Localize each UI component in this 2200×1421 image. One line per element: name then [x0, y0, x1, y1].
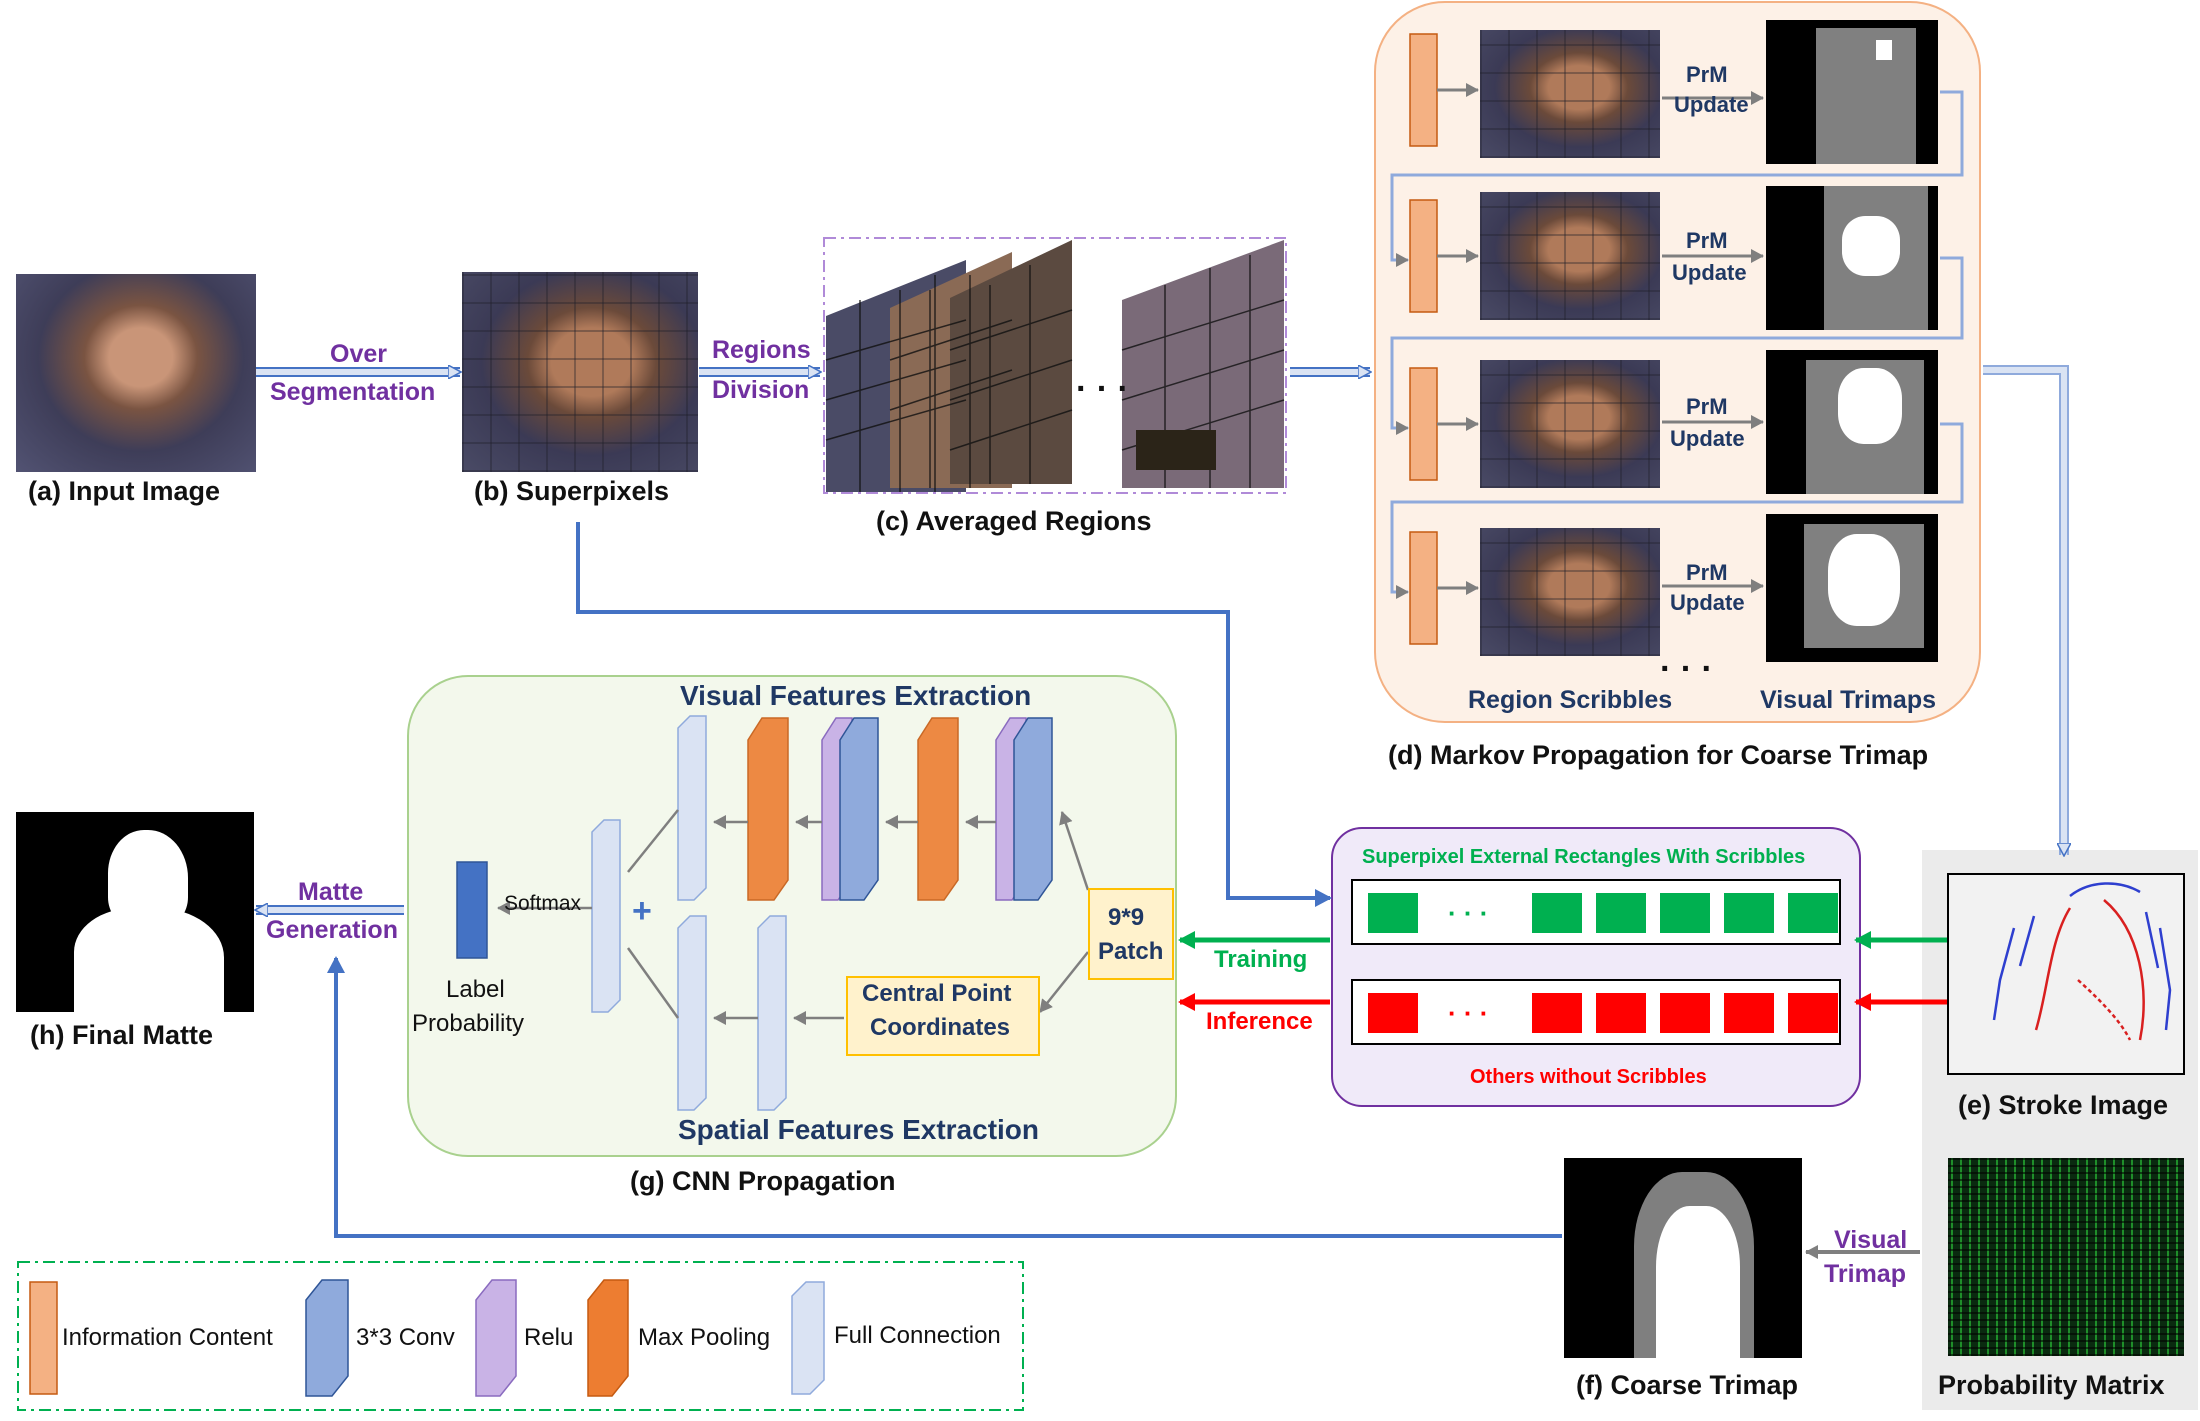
rectangles-panel: [1331, 827, 1861, 1107]
plus-sign: +: [632, 892, 652, 930]
markov-trimap-3: [1766, 350, 1938, 494]
central-point-box: [846, 976, 1040, 1056]
spatial-features-label: Spatial Features Extraction: [678, 1114, 1040, 1145]
legend-full-connection: Full Connection: [834, 1322, 1001, 1349]
arrow-label-training: Training: [1214, 946, 1308, 973]
prm-label-3: PrM: [1686, 394, 1728, 419]
scribble-rect: [1596, 893, 1646, 933]
patch-line1: 9*9: [1108, 904, 1145, 931]
markov-scribble-4: [1480, 528, 1660, 656]
superpixels-image: [462, 272, 698, 472]
arrow-label-visual: Visual: [1834, 1226, 1908, 1254]
update-label-3: Update: [1670, 426, 1745, 451]
patch-line2: Patch: [1098, 938, 1164, 965]
no-scribble-rect: [1368, 993, 1418, 1033]
input-image: [16, 274, 256, 472]
markov-trimap-4: [1766, 514, 1938, 662]
scribble-rect: [1368, 893, 1418, 933]
averaged-panels: [825, 240, 1285, 492]
arrow-label-division: Division: [712, 376, 810, 404]
arrow-label-segmentation: Segmentation: [270, 378, 436, 406]
visual-features-label: Visual Features Extraction: [680, 680, 1032, 711]
markov-trimap-2: [1766, 186, 1938, 330]
caption-coarse-trimap: (f) Coarse Trimap: [1576, 1370, 1799, 1400]
green-dots: · · ·: [1448, 898, 1489, 928]
rectangles-footer: Others without Scribbles: [1470, 1066, 1707, 1088]
averaged-ellipsis: · · ·: [1076, 370, 1129, 408]
scribble-rect: [1724, 893, 1774, 933]
legend-max-pooling: Max Pooling: [638, 1324, 771, 1351]
update-label-2: Update: [1672, 260, 1747, 285]
patch-box: [1088, 888, 1174, 980]
markov-ellipsis: · · ·: [1660, 650, 1713, 688]
cnn-panel: [407, 675, 1177, 1157]
rectangles-title: Superpixel External Rectangles With Scri…: [1362, 846, 1806, 868]
legend-conv: 3*3 Conv: [356, 1324, 455, 1351]
arrow-label-inference: Inference: [1206, 1008, 1313, 1035]
no-scribble-rect: [1532, 993, 1582, 1033]
arrow-label-over: Over: [330, 340, 387, 368]
averaged-frame: [823, 237, 1287, 494]
markov-trimap-1: [1766, 20, 1938, 164]
arrow-label-regions: Regions: [712, 336, 811, 364]
stroke-image-box: [1947, 873, 2185, 1075]
scribble-rect: [1532, 893, 1582, 933]
prm-label-1: PrM: [1686, 62, 1728, 87]
no-scribble-rect: [1724, 993, 1774, 1033]
arrow-label-matte: Matte: [298, 878, 364, 906]
markov-scribble-2: [1480, 192, 1660, 320]
arrow-label-generation: Generation: [266, 916, 398, 944]
scribble-rect: [1788, 893, 1838, 933]
red-dots: · · ·: [1448, 998, 1489, 1028]
prm-label-4: PrM: [1686, 560, 1728, 585]
no-scribble-rect: [1596, 993, 1646, 1033]
probability-matrix-image: [1948, 1158, 2184, 1356]
scribble-rect: [1660, 893, 1710, 933]
caption-averaged-regions: (c) Averaged Regions: [876, 506, 1152, 536]
stroke-lines: [1992, 882, 2172, 1041]
update-label-4: Update: [1670, 590, 1745, 615]
central-line1: Central Point: [862, 980, 1012, 1007]
probability-text: Probability: [412, 1010, 525, 1037]
caption-superpixels: (b) Superpixels: [474, 476, 670, 506]
markov-scribble-1: [1480, 30, 1660, 158]
visual-trimaps-label: Visual Trimaps: [1760, 686, 1937, 714]
label-text: Label: [446, 976, 505, 1003]
legend-information-content: Information Content: [62, 1324, 273, 1351]
no-scribble-rect: [1788, 993, 1838, 1033]
legend-shapes: [29, 1279, 825, 1397]
coarse-trimap-image: [1564, 1158, 1802, 1358]
caption-final-matte: (h) Final Matte: [30, 1020, 213, 1050]
caption-stroke-image: (e) Stroke Image: [1958, 1090, 2169, 1120]
central-line2: Coordinates: [870, 1014, 1011, 1041]
update-label-1: Update: [1674, 92, 1749, 117]
prm-label-2: PrM: [1686, 228, 1728, 253]
no-scribble-rect: [1660, 993, 1710, 1033]
caption-probability-matrix: Probability Matrix: [1938, 1370, 2165, 1400]
cnn-layers: [456, 715, 1090, 1111]
caption-input-image: (a) Input Image: [28, 476, 221, 506]
legend-frame: [17, 1261, 1024, 1411]
markov-rows: [1390, 33, 1964, 645]
markov-scribble-3: [1480, 360, 1660, 488]
softmax-label: Softmax: [504, 892, 582, 915]
legend-relu: Relu: [524, 1324, 574, 1351]
final-matte-image: [16, 812, 254, 1012]
region-scribbles-label: Region Scribbles: [1468, 686, 1673, 714]
arrow-label-trimap: Trimap: [1824, 1260, 1906, 1288]
caption-markov: (d) Markov Propagation for Coarse Trimap: [1388, 740, 1929, 770]
caption-cnn-propagation: (g) CNN Propagation: [630, 1166, 896, 1196]
